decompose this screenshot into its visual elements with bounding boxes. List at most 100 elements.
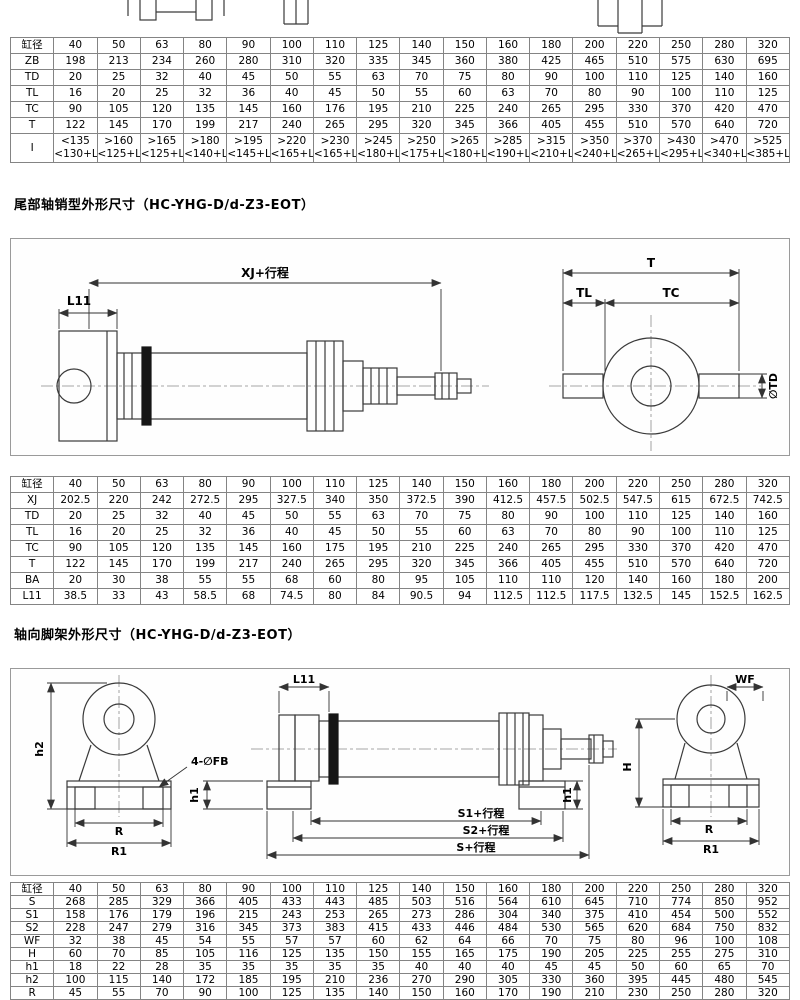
- value-cell: 100: [572, 69, 617, 86]
- column-header-cell: 110: [312, 476, 358, 493]
- value-cell: 75: [442, 69, 487, 86]
- value-cell: 75: [442, 508, 487, 525]
- value-cell: 503: [399, 895, 444, 909]
- dim-label-l11: L11: [67, 294, 91, 308]
- value-cell: >160 <125+L: [96, 133, 141, 163]
- column-header-cell: 250: [658, 476, 704, 493]
- value-cell: 340: [529, 908, 574, 922]
- value-cell: 329: [139, 895, 185, 909]
- value-cell: >350 <240+L: [572, 133, 617, 163]
- value-cell: 145: [226, 101, 271, 118]
- column-header-cell: 320: [745, 37, 791, 54]
- value-cell: 64: [442, 934, 487, 948]
- value-cell: 135: [183, 101, 228, 118]
- value-cell: 110: [615, 69, 660, 86]
- value-cell: 60: [658, 960, 704, 974]
- value-cell: 70: [529, 85, 574, 102]
- value-cell: 160: [745, 508, 791, 525]
- value-cell: <135 <130+L: [53, 133, 98, 163]
- value-cell: 80: [572, 85, 617, 102]
- value-cell: 720: [745, 117, 791, 134]
- value-cell: 240: [485, 540, 531, 557]
- value-cell: 50: [356, 85, 401, 102]
- cylinder-side-view: [56, 330, 472, 442]
- value-cell: 50: [356, 524, 401, 541]
- value-cell: 370: [658, 101, 704, 118]
- table-row: I<135 <130+L>160 <125+L>165 <125+L>180 <…: [9, 133, 791, 163]
- column-header-cell: 63: [139, 882, 185, 896]
- value-cell: 22: [96, 960, 141, 974]
- value-cell: 180: [702, 572, 747, 589]
- value-cell: 275: [702, 947, 747, 961]
- value-cell: 433: [399, 921, 444, 935]
- value-cell: 199: [183, 117, 228, 134]
- value-cell: 570: [658, 556, 704, 573]
- value-cell: 33: [96, 588, 141, 605]
- value-cell: 90: [615, 524, 660, 541]
- value-cell: 20: [53, 508, 98, 525]
- value-cell: 327.5: [269, 492, 314, 509]
- value-cell: 45: [312, 524, 358, 541]
- value-cell: 66: [485, 934, 531, 948]
- column-header-cell: 90: [226, 476, 271, 493]
- column-header-cell: 缸径: [9, 37, 55, 54]
- value-cell: 150: [356, 947, 401, 961]
- value-cell: 530: [529, 921, 574, 935]
- value-cell: 100: [226, 986, 271, 1000]
- value-cell: 455: [572, 556, 617, 573]
- row-label-cell: TC: [9, 540, 55, 557]
- value-cell: 420: [702, 540, 747, 557]
- value-cell: 40: [183, 69, 228, 86]
- dim-label-h: H: [621, 762, 634, 771]
- value-cell: 45: [139, 934, 185, 948]
- value-cell: 335: [356, 53, 401, 70]
- dim-label-xj-stroke: XJ+行程: [241, 265, 289, 280]
- top-partial-drawing: [127, 0, 663, 34]
- column-header-cell: 125: [356, 882, 401, 896]
- column-header-cell: 160: [485, 37, 531, 54]
- value-cell: 320: [399, 556, 444, 573]
- value-cell: 205: [572, 947, 617, 961]
- value-cell: 160: [269, 101, 314, 118]
- value-cell: 84: [356, 588, 401, 605]
- value-cell: 710: [615, 895, 660, 909]
- dim-label-s2-stroke: S2+行程: [463, 823, 510, 837]
- value-cell: >430 <295+L: [658, 133, 704, 163]
- value-cell: 90: [183, 986, 228, 1000]
- value-cell: 40: [183, 508, 228, 525]
- value-cell: 443: [312, 895, 358, 909]
- value-cell: 832: [745, 921, 791, 935]
- column-header-cell: 140: [399, 882, 444, 896]
- value-cell: 55: [399, 524, 444, 541]
- cylinder-side-view: [266, 712, 614, 810]
- value-cell: >180 <140+L: [183, 133, 228, 163]
- column-header-cell: 缸径: [9, 882, 55, 896]
- value-cell: 35: [226, 960, 271, 974]
- column-header-cell: 110: [312, 37, 358, 54]
- value-cell: 179: [139, 908, 185, 922]
- value-cell: 94: [442, 588, 487, 605]
- value-cell: 672.5: [702, 492, 747, 509]
- row-label-cell: TL: [9, 85, 55, 102]
- value-cell: 465: [572, 53, 617, 70]
- value-cell: 265: [356, 908, 401, 922]
- column-header-cell: 90: [226, 882, 271, 896]
- value-cell: 280: [226, 53, 271, 70]
- value-cell: 70: [399, 508, 444, 525]
- value-cell: 265: [312, 556, 358, 573]
- row-label-cell: R: [9, 986, 55, 1000]
- value-cell: >265 <180+L: [442, 133, 487, 163]
- value-cell: 75: [572, 934, 617, 948]
- value-cell: 320: [745, 986, 791, 1000]
- column-header-cell: 250: [658, 37, 704, 54]
- value-cell: 57: [269, 934, 314, 948]
- row-label-cell: S1: [9, 908, 55, 922]
- value-cell: 345: [226, 921, 271, 935]
- value-cell: 165: [442, 947, 487, 961]
- value-cell: 195: [356, 540, 401, 557]
